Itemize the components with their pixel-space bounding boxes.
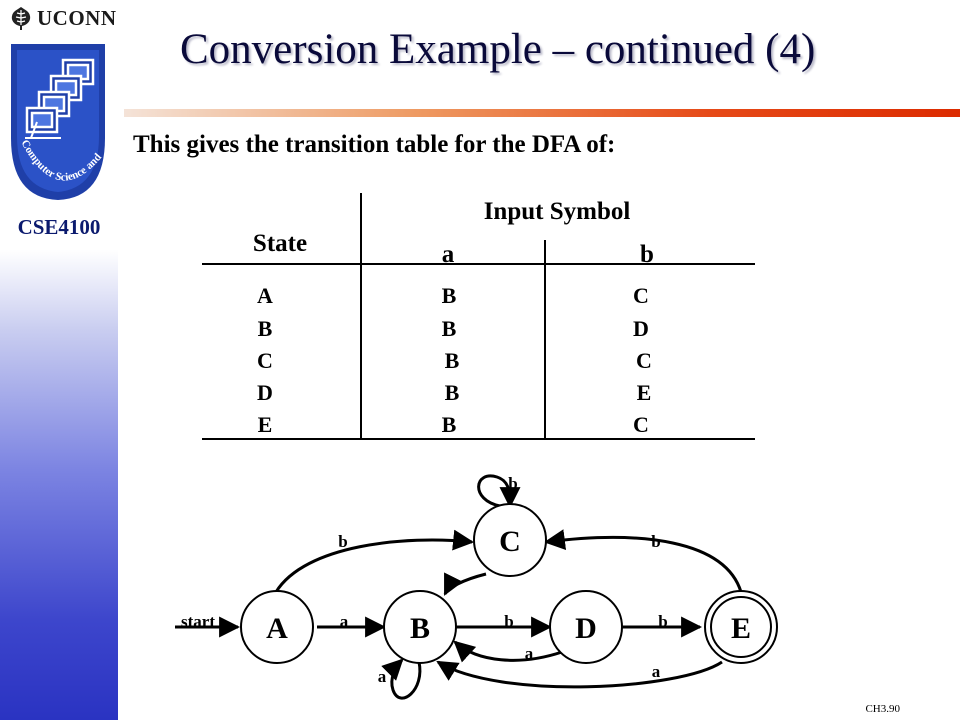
edge-a-to-c [274,529,475,593]
edge-label-e-to-b: a [652,662,661,681]
edge-b-loop [381,658,422,700]
state-d-label: D [575,612,597,645]
edge-e-to-c [543,529,743,593]
state-a-label: A [266,612,288,645]
course-code: CSE4100 [17,215,101,239]
edge-c-to-b [443,572,487,596]
edge-label-a-to-c: b [338,532,347,551]
edge-d-to-b [453,640,563,663]
edge-label-c-loop: b [508,474,517,493]
start-label: start [181,612,215,631]
edge-label-d-to-e: b [658,612,667,631]
slide-number: CH3.90 [865,703,900,715]
state-e-label: E [731,612,751,645]
brand-name: UCONN [37,5,117,30]
state-a-node [240,590,314,664]
edge-label-b-to-d: b [504,612,513,631]
state-b-node [383,590,457,664]
title-underline [124,109,960,117]
oak-leaf-icon [11,7,31,30]
state-d-node [549,590,623,664]
brand: UCONN [8,5,117,31]
department-seal-logo: Computer Science and Engineering [5,38,105,200]
edge-e-to-b [436,660,723,689]
edge-label-d-to-b: a [525,644,534,663]
slide-title: Conversion Example – continued (4) [180,26,816,73]
state-e-accept-ring [710,596,772,658]
state-c-label: C [499,525,521,558]
sidebar: UCONN Computer Science and Engineering C… [0,0,118,720]
edge-label-a-to-b: a [340,612,349,631]
state-b-label: B [410,612,430,645]
state-c-node [473,503,547,577]
edge-c-loop [477,474,521,509]
edge-label-e-to-c: b [651,532,660,551]
intro-text: This gives the transition table for the … [133,131,616,158]
edge-label-b-loop: a [378,667,387,686]
